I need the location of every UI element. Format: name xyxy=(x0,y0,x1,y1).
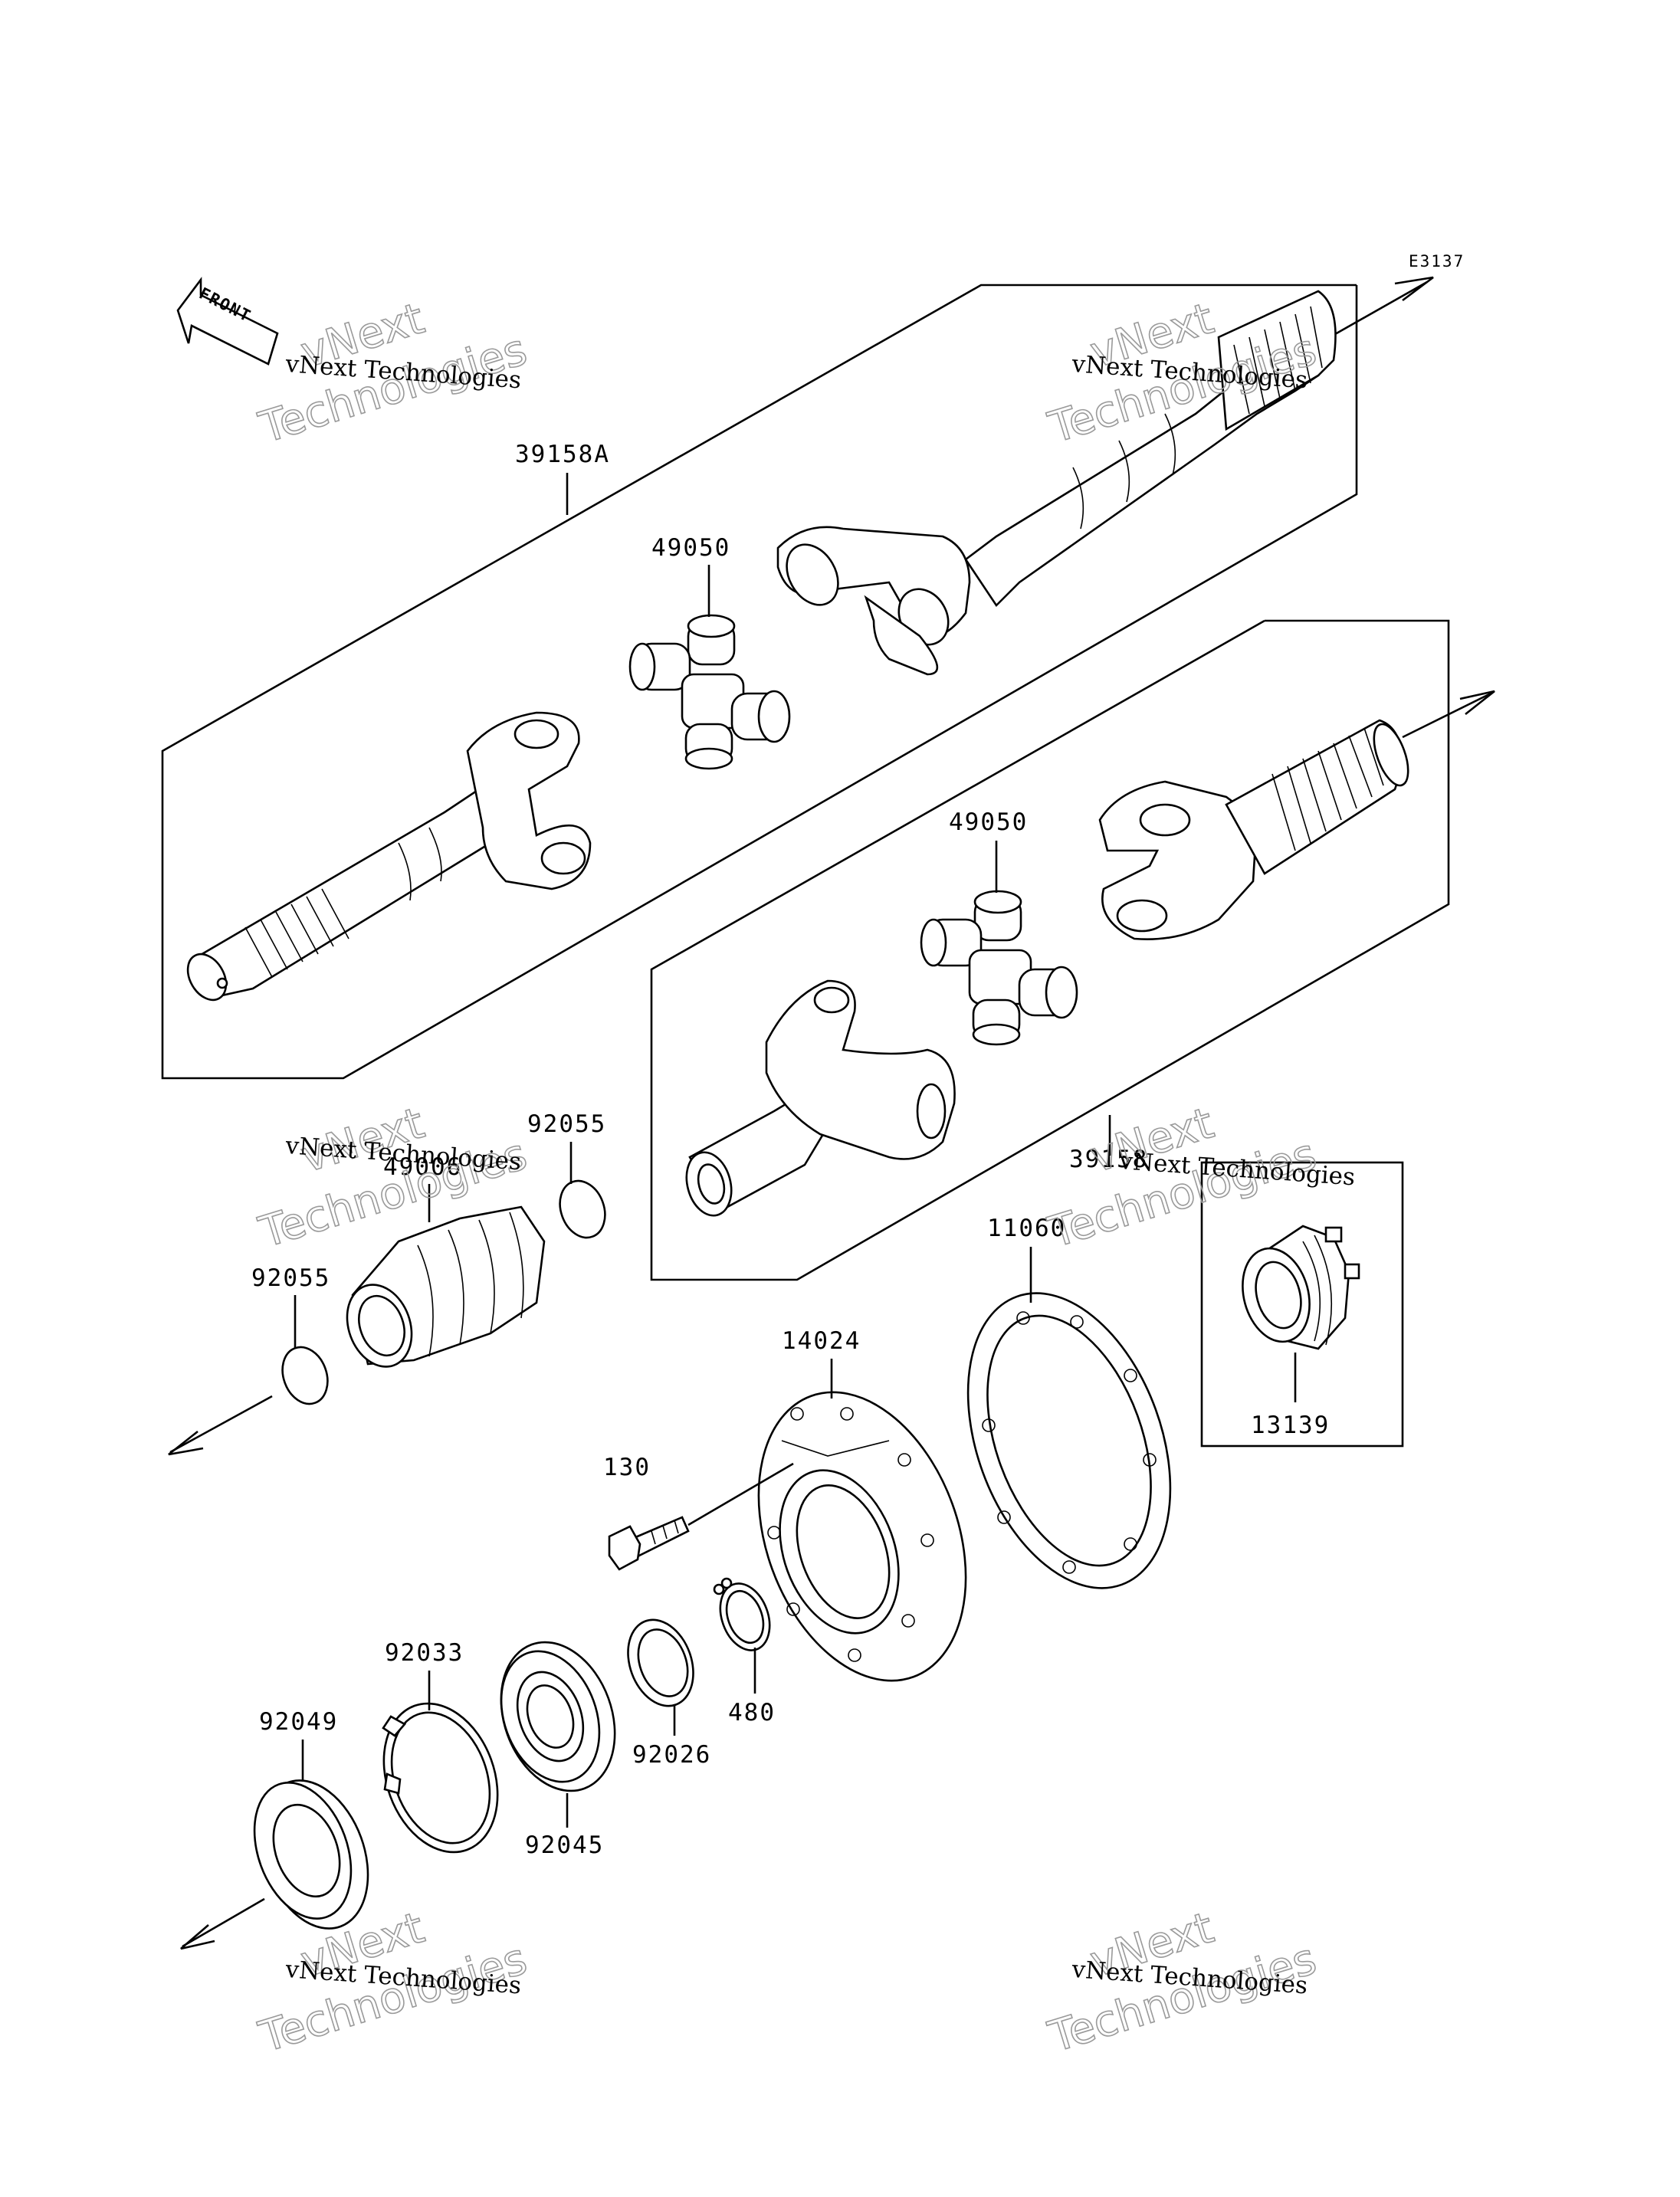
label-gasket: 11060 xyxy=(987,1215,1066,1242)
watermark-top-left: vNext Technologies vNext Technologies xyxy=(253,293,533,454)
universal-joint-upper xyxy=(628,614,791,770)
universal-joint-lower xyxy=(920,890,1078,1046)
label-shaft-rear-assy: 39158 xyxy=(1069,1146,1148,1173)
front-shaft-stub-yoke xyxy=(186,711,592,1002)
label-seal: 92049 xyxy=(259,1708,338,1736)
housing xyxy=(757,1391,967,1682)
watermark-bottom-right: vNext Technologies vNext Technologies xyxy=(1042,1902,1323,2063)
axis-arrow-left xyxy=(168,1395,273,1456)
label-housing: 14024 xyxy=(782,1327,861,1355)
boot xyxy=(346,1205,546,1368)
bolt xyxy=(608,1516,690,1571)
shim xyxy=(627,1618,694,1707)
shaft-front-assy-outline xyxy=(161,284,1358,1080)
label-bolt: 130 xyxy=(603,1454,651,1481)
watermark-bottom-left: vNext Technologies vNext Technologies xyxy=(253,1902,533,2063)
axis-arrow-top xyxy=(1329,276,1434,339)
label-joint-upper: 49050 xyxy=(651,534,730,562)
circlip-small xyxy=(713,1577,771,1651)
front-arrow: FRONT xyxy=(176,277,279,366)
seal xyxy=(253,1779,369,1930)
label-bearing: 92045 xyxy=(525,1831,604,1859)
ring-left xyxy=(281,1346,329,1405)
axis-arrow-middle xyxy=(1402,690,1495,739)
diagram-code: E3137 xyxy=(1409,252,1465,271)
ring-upper xyxy=(559,1179,606,1239)
rear-shaft-yoke-socket xyxy=(685,979,956,1217)
label-circlip-small: 480 xyxy=(728,1699,776,1726)
label-shaft-front-assy: 39158A xyxy=(515,441,610,468)
leader-bolt xyxy=(687,1462,794,1526)
gasket xyxy=(966,1292,1172,1589)
shaft-rear-assy-outline xyxy=(650,619,1450,1281)
rear-shaft-yoke-splined xyxy=(1098,719,1409,940)
clutch-callout-box xyxy=(1200,1161,1404,1448)
label-boot: 49006 xyxy=(383,1153,462,1181)
label-ring-left: 92055 xyxy=(251,1264,330,1292)
label-clutch: 13139 xyxy=(1251,1412,1330,1439)
label-shim: 92026 xyxy=(632,1741,711,1769)
circlip-large xyxy=(382,1702,499,1854)
label-ring-upper: 92055 xyxy=(527,1110,606,1138)
axis-arrow-bottom xyxy=(180,1897,265,1950)
bearing xyxy=(500,1641,616,1792)
label-circlip-large: 92033 xyxy=(385,1639,464,1667)
clutch xyxy=(1242,1225,1360,1350)
front-shaft-yoke-shaft xyxy=(776,290,1337,676)
label-joint-lower: 49050 xyxy=(949,808,1028,836)
